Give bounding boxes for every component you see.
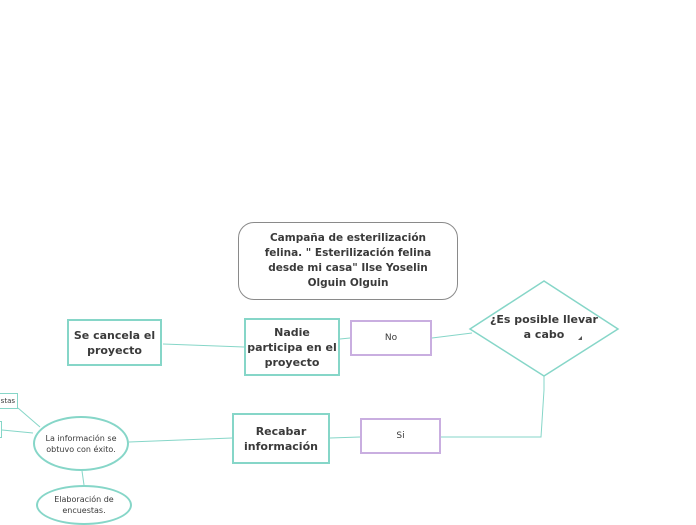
connector-info-to-stas <box>17 407 41 428</box>
connector-decision-to-si <box>441 376 545 438</box>
connector-info-to-left <box>1 429 34 434</box>
connector-recabar-to-info <box>128 437 233 443</box>
node-offscreen-partial-text: stas <box>0 397 15 405</box>
decision-label: ¿Es posible llevar a cabo <box>490 313 598 341</box>
decision-diamond[interactable] <box>468 280 620 377</box>
connector-si-to-recabar <box>329 436 361 439</box>
node-gather-information[interactable]: Recabar información <box>232 413 330 464</box>
central-topic-text: Campaña de esterilización felina. " Este… <box>264 232 432 289</box>
node-survey-creation[interactable]: Elaboración de encuestas. <box>36 485 132 525</box>
node-offscreen-partial[interactable]: stas <box>0 393 18 409</box>
collapse-marker-icon[interactable] <box>578 336 582 340</box>
central-topic[interactable]: Campaña de esterilización felina. " Este… <box>238 222 458 300</box>
connector-no-to-nadie <box>339 337 351 340</box>
node-cancel-project-text: Se cancela el proyecto <box>73 328 156 357</box>
node-information-obtained-text: La información se obtuvo con éxito. <box>45 433 117 454</box>
node-nobody-participates-text: Nadie participa en el proyecto <box>247 325 337 369</box>
connector-decision-to-no <box>431 332 473 339</box>
node-answer-yes-text: Si <box>396 431 405 441</box>
node-survey-creation-text: Elaboración de encuestas. <box>54 495 114 515</box>
node-cancel-project[interactable]: Se cancela el proyecto <box>67 319 162 366</box>
node-information-obtained[interactable]: La información se obtuvo con éxito. <box>33 416 129 471</box>
node-offscreen-partial-2[interactable] <box>0 421 2 438</box>
node-answer-yes[interactable]: Si <box>360 418 441 454</box>
node-answer-no-text: No <box>384 333 398 343</box>
node-answer-no[interactable]: No <box>350 320 432 356</box>
connector-info-to-encuestas <box>81 470 85 486</box>
node-nobody-participates[interactable]: Nadie participa en el proyecto <box>244 318 340 376</box>
node-gather-information-text: Recabar información <box>244 424 318 453</box>
connector-nadie-to-cancel <box>162 343 245 348</box>
